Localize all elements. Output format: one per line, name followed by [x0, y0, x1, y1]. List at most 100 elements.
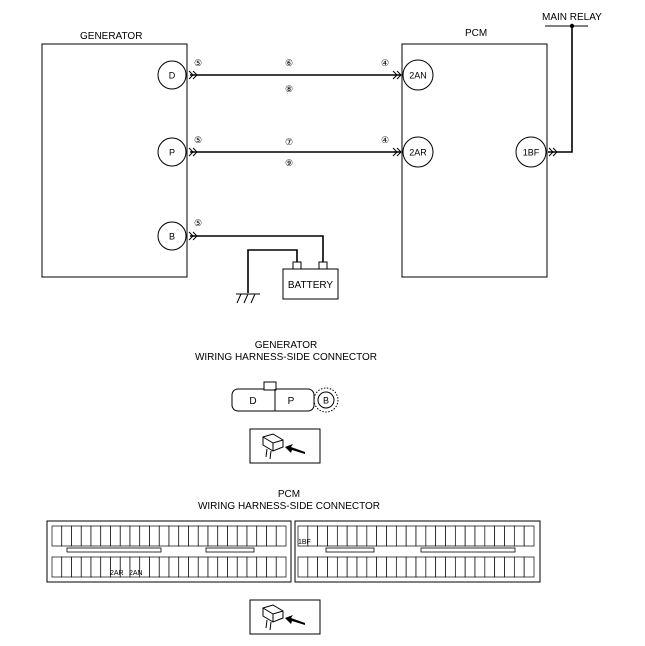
pcm-connector-label-2ar: 2AR — [110, 570, 124, 577]
connector-cavity — [168, 556, 180, 578]
pcm-pin-2ar: 2AR — [402, 136, 434, 168]
connector-cavity — [80, 556, 92, 578]
generator-pin-p: P — [157, 137, 187, 167]
generator-connector-latch — [263, 381, 277, 391]
connector-cavity — [90, 556, 102, 578]
connector-cavity — [207, 556, 219, 578]
connector-cavity — [149, 556, 160, 578]
connector-cavity — [217, 525, 228, 547]
connector-cavity — [376, 525, 387, 547]
arrow-gen-d — [188, 70, 198, 80]
connector-cavity — [236, 525, 248, 547]
connector-cavity — [513, 525, 525, 547]
connector-cavity — [395, 556, 407, 578]
pcm-pin-2an: 2AN — [402, 59, 434, 91]
connector-cavity — [346, 556, 358, 578]
connector-cavity — [317, 525, 328, 547]
connector-cavity — [61, 556, 72, 578]
connector-cavity — [346, 525, 358, 547]
generator-pin-b: B — [157, 221, 187, 251]
main-relay-junction — [569, 23, 575, 29]
generator-connector: D P B — [231, 381, 339, 413]
generator-connector-title-2: WIRING HARNESS-SIDE CONNECTOR — [195, 352, 377, 363]
pcm-pin-2an-label: 2AN — [409, 71, 427, 81]
connector-cavity — [307, 556, 319, 578]
connector-cavity — [376, 556, 387, 578]
connector-cavity — [356, 525, 368, 547]
connector-cavity — [336, 525, 348, 547]
pcm-pin-1bf: 1BF — [515, 136, 547, 168]
connector-cavity — [197, 556, 209, 578]
connector-cavity — [464, 525, 476, 547]
connector-cavity — [207, 525, 219, 547]
main-relay-label: MAIN RELAY — [542, 12, 602, 23]
connector-cavity — [494, 525, 505, 547]
arrow-pcm-1bf — [548, 147, 558, 157]
connector-cavity — [386, 556, 397, 578]
connector-cavity — [246, 525, 258, 547]
generator-connector-terminal-b: B — [323, 396, 329, 406]
battery-label: BATTERY — [288, 280, 334, 291]
connector-cavity — [297, 556, 309, 578]
connector-cavity — [100, 525, 111, 547]
connector-cavity — [435, 525, 446, 547]
connector-cavity — [71, 525, 82, 547]
connector-cavity — [523, 556, 535, 578]
connector-cavity — [217, 556, 228, 578]
pcm-pin-1bf-label: 1BF — [523, 148, 540, 158]
callout-pcm-2ar: ④ — [381, 135, 389, 145]
connector-cavity — [523, 525, 535, 547]
connector-cavity — [513, 556, 525, 578]
battery: BATTERY — [282, 261, 339, 300]
generator-pin-d: D — [157, 60, 187, 90]
generator-connector-title-1: GENERATOR — [255, 340, 317, 351]
connector-cavity — [464, 556, 476, 578]
connector-cavity — [71, 556, 82, 578]
pcm-connector-title-1: PCM — [278, 489, 300, 500]
arrow-gen-p — [188, 147, 198, 157]
connector-cavity — [415, 556, 427, 578]
connector-cavity — [395, 525, 407, 547]
connector-cavity — [158, 525, 170, 547]
wire-1bf-main-relay — [548, 26, 573, 153]
callout-gen-d: ⑤ — [194, 58, 202, 68]
connector-cavity — [415, 525, 427, 547]
connector-cavity — [484, 525, 496, 547]
wire-battery-ground — [247, 249, 298, 293]
connector-cavity — [149, 525, 160, 547]
connector-cavity — [227, 556, 238, 578]
connector-cavity — [90, 525, 102, 547]
generator-connector-terminal-d: D — [249, 396, 256, 407]
pcm-connector-left: 2AR 2AN — [46, 520, 292, 583]
connector-cavity — [327, 556, 338, 578]
connector-cavity — [366, 525, 378, 547]
connector-cavity — [504, 556, 515, 578]
connector-cavity — [168, 525, 180, 547]
connector-cavity — [356, 556, 368, 578]
connector-view-icon — [249, 428, 321, 464]
connector-cavity — [275, 525, 287, 547]
ground-icon — [236, 293, 260, 304]
connector-cavity — [336, 556, 348, 578]
connector-cavity — [256, 556, 267, 578]
generator-pin-b-label: B — [169, 232, 175, 242]
callout-wire-p-bottom: ⑨ — [285, 158, 293, 168]
connector-cavity — [474, 525, 486, 547]
pcm-connector-right: 1BF — [294, 520, 541, 583]
connector-cavity — [119, 525, 131, 547]
arrow-pcm-2ar — [392, 147, 402, 157]
connector-cavity — [366, 556, 378, 578]
connector-cavity — [188, 525, 199, 547]
connector-cavity — [474, 556, 486, 578]
callout-pcm-2an: ④ — [381, 58, 389, 68]
connector-cavity — [139, 525, 150, 547]
pcm-connector-title-2: WIRING HARNESS-SIDE CONNECTOR — [198, 501, 380, 512]
connector-cavity — [494, 556, 505, 578]
generator-connector-body — [231, 388, 315, 412]
connector-cavity — [454, 525, 466, 547]
connector-cavity — [236, 556, 248, 578]
generator-label: GENERATOR — [80, 31, 142, 42]
callout-wire-p-top: ⑦ — [285, 137, 293, 147]
callout-gen-p: ⑤ — [194, 135, 202, 145]
connector-cavity — [197, 525, 209, 547]
